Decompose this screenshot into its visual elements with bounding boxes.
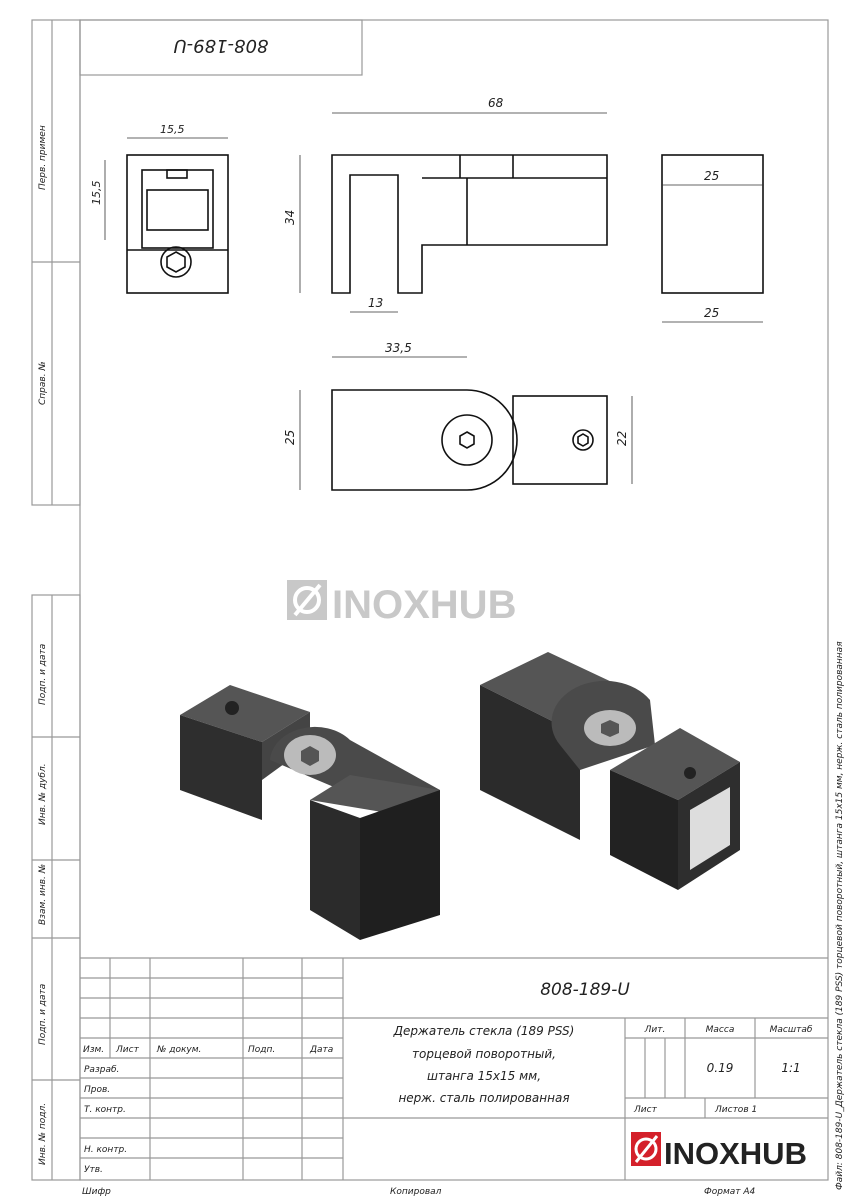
- watermark: INOXHUB: [287, 580, 516, 627]
- dim-label: 13: [368, 296, 383, 310]
- logo-text: INOXHUB: [664, 1136, 807, 1171]
- description-line: Держатель стекла (189 PSS): [393, 1024, 575, 1038]
- drawing-number-inverted: 808-189-U: [174, 35, 269, 56]
- side-label: Инв. № дубл.: [38, 763, 48, 825]
- role-label: Утв.: [84, 1165, 103, 1175]
- format-label: Формат А4: [704, 1187, 756, 1197]
- iso-view-left: [180, 685, 440, 940]
- front-view: 15,5 15,5: [90, 123, 229, 294]
- side-view: 68 34 13: [283, 96, 608, 313]
- role-label: Н. контр.: [84, 1145, 127, 1155]
- scale-label: Масштаб: [770, 1025, 813, 1035]
- left-strip: Перв. примен Справ. № Подп. и дата Инв. …: [31, 19, 81, 1181]
- description-line: штанга 15х15 мм,: [427, 1069, 541, 1083]
- side-label: Инв. № подл.: [38, 1103, 48, 1165]
- dim-label: 15,5: [90, 181, 103, 206]
- dim-label: 25: [704, 306, 719, 320]
- title-block: Изм. Лист № докум. Подп. Дата Разраб. Пр…: [82, 980, 813, 1197]
- scale-value: 1:1: [781, 1061, 800, 1075]
- watermark-text: INOXHUB: [332, 583, 516, 627]
- dim-label: 25: [704, 169, 719, 183]
- iso-view-right: [480, 652, 740, 890]
- side-label: Взам. инв. №: [38, 864, 48, 925]
- description-line: торцевой поворотный,: [412, 1047, 556, 1061]
- sheet-label: Лист: [633, 1105, 658, 1115]
- header-sign: Подп.: [248, 1045, 275, 1055]
- side-label: Перв. примен: [38, 125, 48, 190]
- dim-label: 34: [283, 210, 297, 225]
- number-box: [79, 19, 363, 76]
- mass-label: Масса: [706, 1025, 735, 1035]
- drawing-code: 808-189-U: [540, 980, 630, 1000]
- dim-label: 25: [283, 430, 297, 445]
- description-line: нерж. сталь полированная: [398, 1091, 569, 1105]
- dim-label: 33,5: [385, 341, 412, 355]
- header-doc: № докум.: [156, 1045, 201, 1055]
- copied-label: Копировал: [390, 1187, 442, 1197]
- side-label: Справ. №: [38, 361, 48, 405]
- inoxhub-logo: INOXHUB: [631, 1132, 807, 1171]
- sheets-label: Листов 1: [714, 1105, 757, 1115]
- mass-value: 0.19: [707, 1061, 734, 1075]
- title-block-grid: [80, 957, 828, 1180]
- top-view: 33,5 25 22: [283, 341, 633, 491]
- header-izm: Изм.: [83, 1045, 104, 1055]
- dim-label: 68: [488, 96, 504, 110]
- dim-label: 15,5: [160, 123, 185, 136]
- side-label: Подп. и дата: [38, 644, 48, 705]
- header-date: Дата: [309, 1045, 333, 1055]
- lit-label: Лит.: [644, 1025, 666, 1035]
- file-caption: Файл: 808-189-U_Держатель стекла (189 PS…: [835, 641, 845, 1190]
- role-label: Пров.: [84, 1085, 110, 1095]
- role-label: Разраб.: [84, 1065, 119, 1075]
- role-label: Т. контр.: [84, 1105, 126, 1115]
- cipher-label: Шифр: [82, 1187, 111, 1197]
- header-list: Лист: [115, 1045, 140, 1055]
- dim-label: 22: [615, 431, 629, 446]
- side-label: Подп. и дата: [38, 984, 48, 1045]
- end-view: 25 25: [661, 154, 764, 323]
